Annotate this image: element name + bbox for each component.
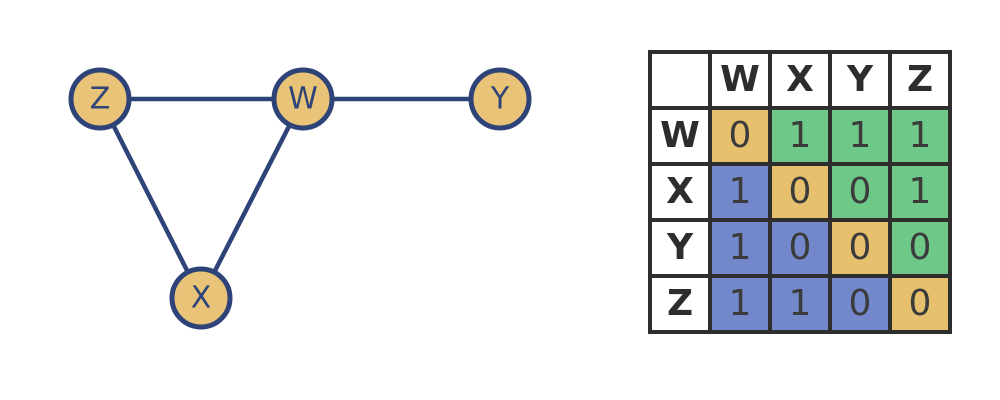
- matrix-col-header-X: X: [768, 50, 832, 110]
- matrix-cell-Y-Z: 0: [888, 218, 952, 278]
- matrix-corner-cell: [648, 50, 712, 110]
- matrix-row-header-W: W: [648, 106, 712, 166]
- graph-node-X: [169, 266, 233, 330]
- graph-nodes: Z W Y X: [68, 67, 532, 330]
- graph-edge-Z-X: [97, 97, 204, 300]
- graph-node-Y: [468, 67, 532, 131]
- matrix-row-header-Z: Z: [648, 274, 712, 334]
- matrix-cell-X-W: 1: [708, 162, 772, 222]
- matrix-col-header-W: W: [708, 50, 772, 110]
- graph-node-label-Y: Y: [490, 82, 510, 117]
- matrix-cell-Y-W: 1: [708, 218, 772, 278]
- matrix-col-header-Z: Z: [888, 50, 952, 110]
- graph-panel: Z W Y X: [68, 67, 532, 330]
- matrix-cell-Z-Y: 0: [828, 274, 892, 334]
- matrix-cell-Z-X: 1: [768, 274, 832, 334]
- matrix-row-header-X: X: [648, 162, 712, 222]
- matrix-cell-Y-X: 0: [768, 218, 832, 278]
- graph-node-label-W: W: [288, 82, 318, 117]
- matrix-cell-Y-Y: 0: [828, 218, 892, 278]
- matrix-cell-Z-Z: 0: [888, 274, 952, 334]
- matrix-cell-W-W: 0: [708, 106, 772, 166]
- graph-svg: Z W Y X: [68, 67, 532, 330]
- graph-edges: [97, 96, 500, 300]
- matrix-cell-W-Z: 1: [888, 106, 952, 166]
- matrix-cell-X-Z: 1: [888, 162, 952, 222]
- matrix-cell-Z-W: 1: [708, 274, 772, 334]
- graph-node-Z: [68, 67, 132, 131]
- matrix-cell-W-X: 1: [768, 106, 832, 166]
- matrix-cell-W-Y: 1: [828, 106, 892, 166]
- matrix-cell-X-Y: 0: [828, 162, 892, 222]
- graph-node-label-Z: Z: [90, 82, 111, 117]
- matrix-cell-X-X: 0: [768, 162, 832, 222]
- matrix-row-header-Y: Y: [648, 218, 712, 278]
- graph-node-label-X: X: [191, 281, 212, 316]
- matrix-col-header-Y: Y: [828, 50, 892, 110]
- graph-edge-W-X: [198, 97, 306, 300]
- graph-node-W: [271, 67, 335, 131]
